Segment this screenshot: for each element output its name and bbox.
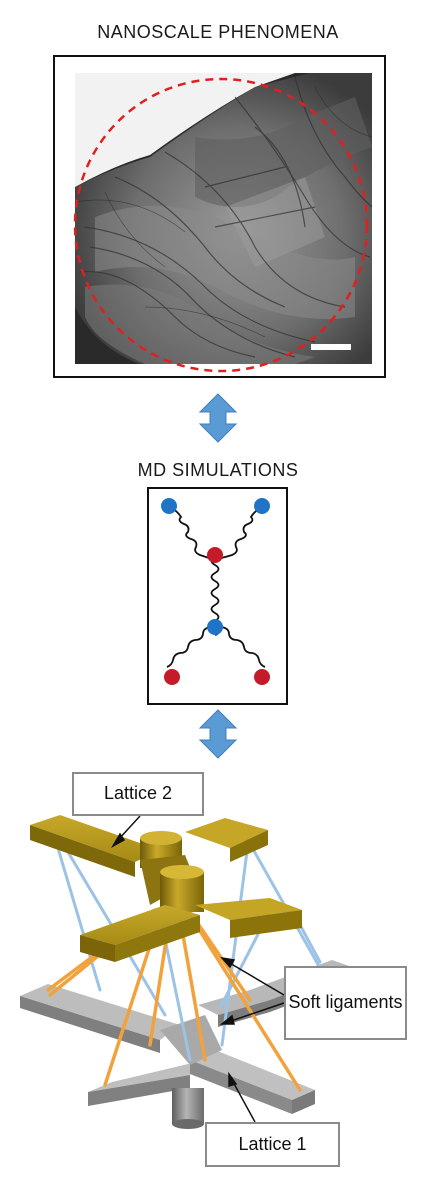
atom-red xyxy=(254,669,270,685)
spring-network-diagram xyxy=(161,498,270,685)
panel-title-nanoscale: NANOSCALE PHENOMENA xyxy=(97,22,339,42)
atom-blue xyxy=(207,619,223,635)
atom-red xyxy=(164,669,180,685)
micrograph-frame xyxy=(53,55,386,378)
md-frame xyxy=(147,487,288,705)
label-soft-ligaments: Soft ligaments xyxy=(284,966,407,1040)
callout-pointers xyxy=(110,815,285,1123)
atom-red xyxy=(207,547,223,563)
region-dashed-circle xyxy=(73,77,369,373)
micrograph-image xyxy=(73,73,373,373)
label-lattice-1: Lattice 1 xyxy=(205,1122,340,1167)
atom-blue xyxy=(161,498,177,514)
panel-title-md: MD SIMULATIONS xyxy=(137,460,299,480)
atom-blue xyxy=(254,498,270,514)
lattice-2 xyxy=(30,815,302,962)
scale-bar-icon xyxy=(311,344,351,350)
label-lattice-2: Lattice 2 xyxy=(72,772,204,816)
